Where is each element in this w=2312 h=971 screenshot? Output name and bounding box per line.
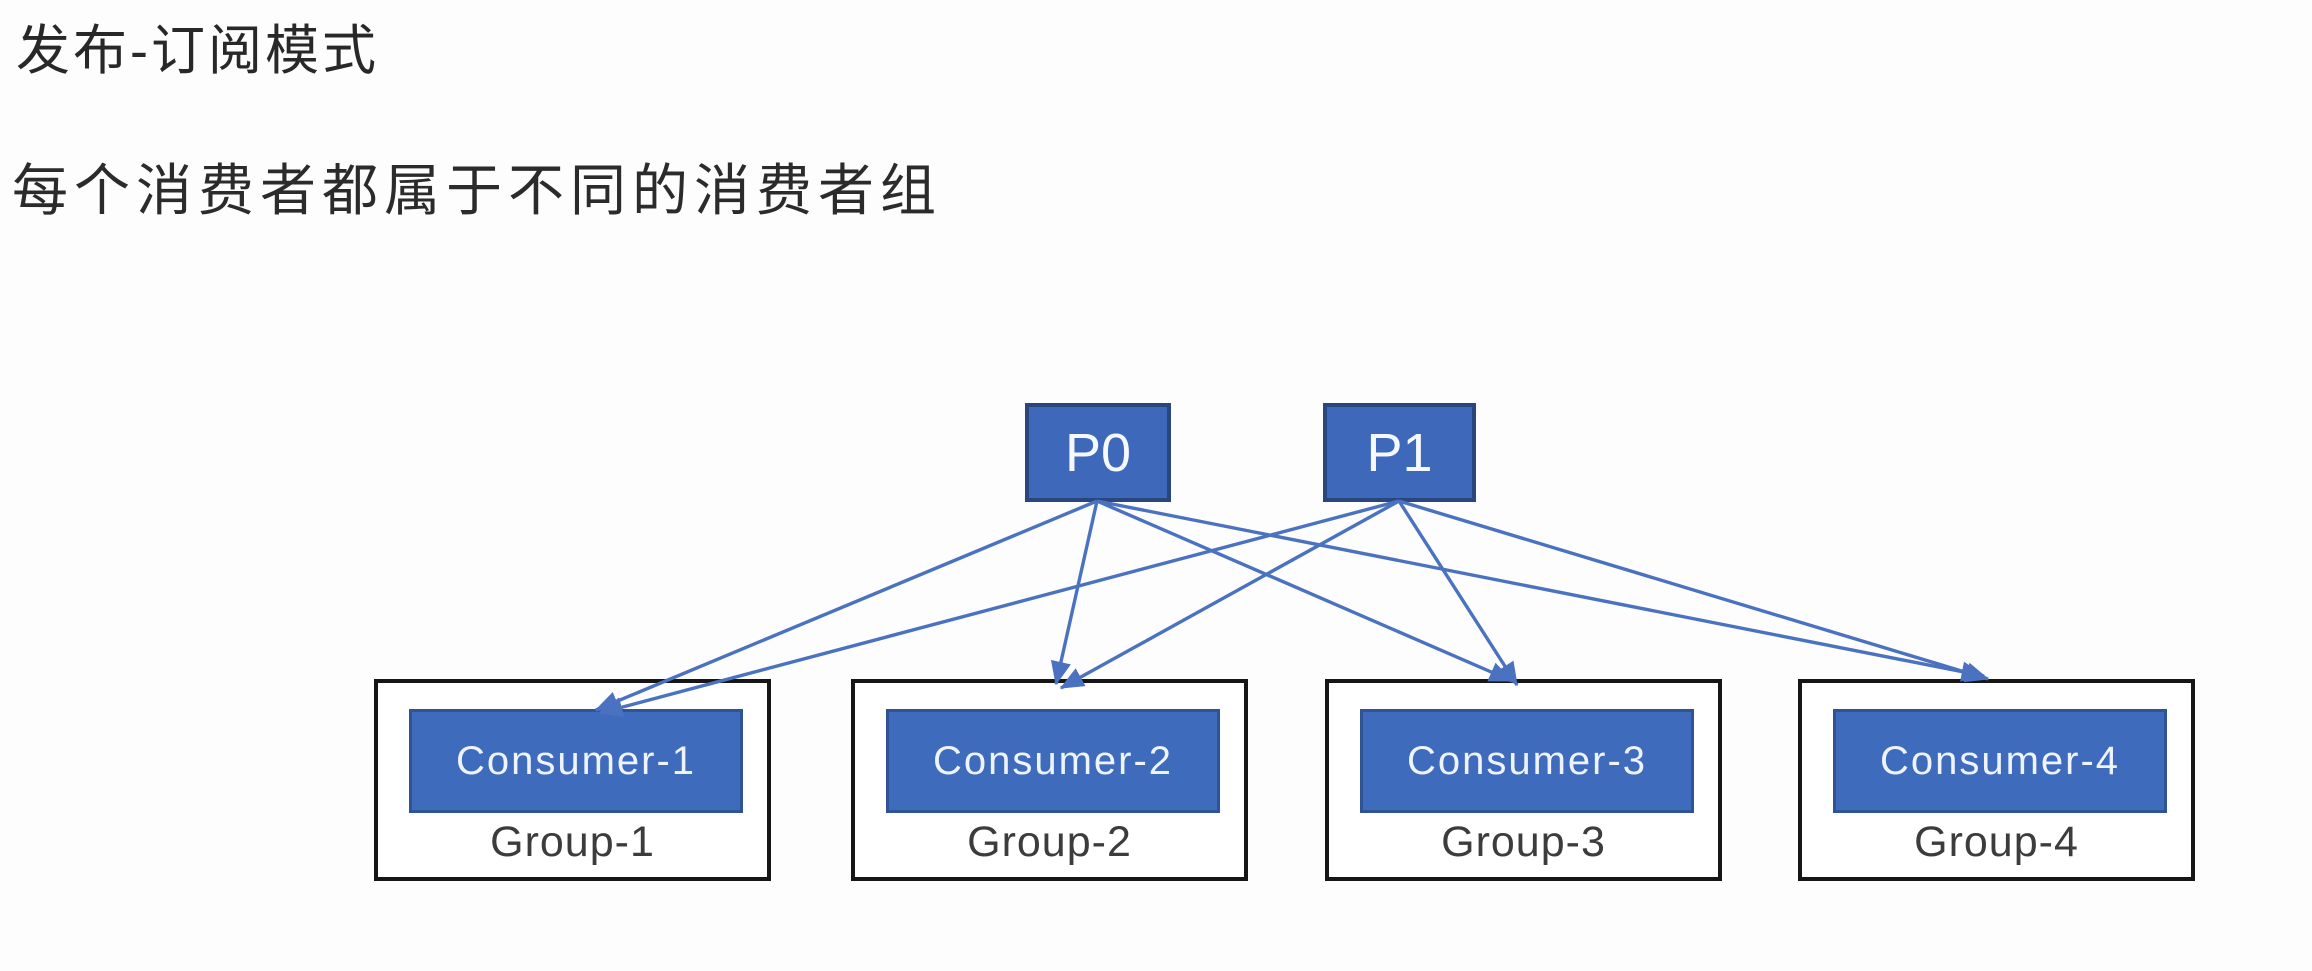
edge-p0-consumer-3 bbox=[1096, 499, 1514, 683]
consumer-label-4: Consumer-4 bbox=[1879, 739, 2121, 783]
consumer-node-4: Consumer-4 bbox=[1833, 709, 2167, 813]
edge-p0-consumer-2 bbox=[1050, 500, 1099, 686]
edge-p1-consumer-4 bbox=[1398, 499, 1990, 683]
consumer-group-box-2: Consumer-2 Group-2 bbox=[851, 679, 1248, 881]
page-subtitle: 每个消费者都属于不同的消费者组 bbox=[12, 159, 942, 222]
edge-p0-consumer-4 bbox=[1096, 499, 1986, 682]
consumer-node-1: Consumer-1 bbox=[409, 709, 743, 813]
edge-p1-consumer-2 bbox=[1059, 499, 1400, 690]
consumer-group-box-3: Consumer-3 Group-3 bbox=[1325, 679, 1722, 881]
page-title: 发布-订阅模式 bbox=[16, 21, 379, 81]
consumer-label-3: Consumer-3 bbox=[1406, 739, 1648, 783]
partition-node-p1: P1 bbox=[1323, 403, 1476, 502]
partition-node-p0: P0 bbox=[1025, 403, 1171, 502]
consumer-label-1: Consumer-1 bbox=[455, 739, 697, 783]
consumer-group-box-1: Consumer-1 Group-1 bbox=[374, 679, 771, 881]
consumer-node-3: Consumer-3 bbox=[1360, 709, 1694, 813]
partition-label-p0: P0 bbox=[1064, 422, 1132, 483]
consumer-group-box-4: Consumer-4 Group-4 bbox=[1798, 679, 2195, 881]
group-label-4: Group-4 bbox=[1914, 818, 2079, 866]
edge-p1-consumer-3 bbox=[1397, 500, 1519, 687]
group-label-2: Group-2 bbox=[967, 818, 1132, 866]
partition-label-p1: P1 bbox=[1366, 422, 1433, 483]
consumer-label-2: Consumer-2 bbox=[932, 739, 1174, 783]
consumer-node-2: Consumer-2 bbox=[886, 709, 1220, 813]
group-label-3: Group-3 bbox=[1441, 818, 1606, 866]
group-label-1: Group-1 bbox=[490, 818, 655, 866]
